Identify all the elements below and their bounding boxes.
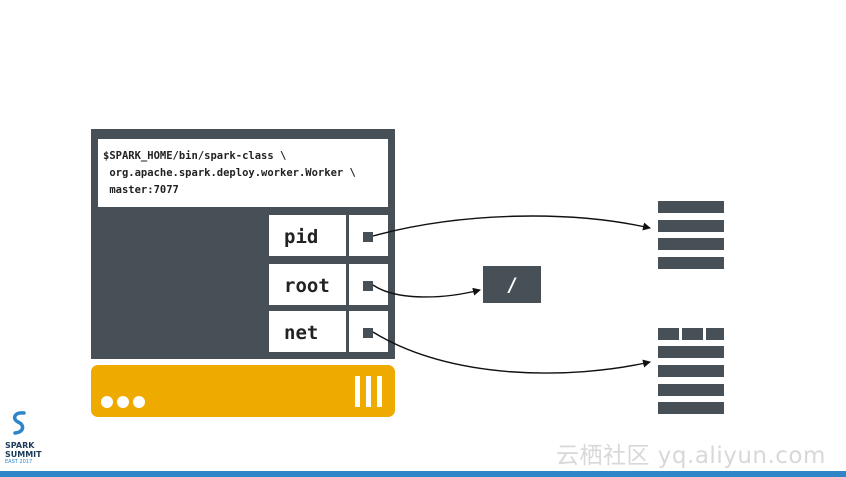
status-dot-icon (101, 396, 113, 408)
status-dot-icon (117, 396, 129, 408)
vent-icon (355, 376, 360, 407)
net-arrow (372, 331, 651, 374)
vent-icon (366, 376, 371, 407)
namespace-handle-pid (349, 215, 388, 256)
table-row (658, 365, 724, 377)
command-line-2: org.apache.spark.deploy.worker.Worker \ (103, 167, 356, 179)
namespace-handle-root (349, 264, 388, 305)
network-port-segment (682, 328, 703, 340)
table-row (658, 402, 724, 414)
host-machine-bar (91, 365, 395, 417)
table-row (658, 201, 724, 213)
table-row (658, 220, 724, 232)
namespace-handle-net (349, 311, 388, 352)
handle-square-icon (363, 328, 373, 338)
status-dot-icon (133, 396, 145, 408)
spark-logo-icon (12, 411, 26, 435)
table-row (658, 384, 724, 396)
bottom-rule (0, 471, 846, 477)
namespace-label-net: net (269, 311, 346, 352)
namespace-label-root: root (269, 264, 346, 305)
handle-square-icon (363, 232, 373, 242)
command-line-1: $SPARK_HOME/bin/spark-class \ (103, 150, 287, 162)
logo-line-3: EAST 2017 (5, 459, 33, 465)
table-row (658, 346, 724, 358)
pid-arrow (372, 215, 651, 237)
table-row (658, 238, 724, 250)
root-filesystem-box: / (483, 266, 541, 303)
command-box: $SPARK_HOME/bin/spark-class \ org.apache… (98, 139, 388, 207)
namespace-label-pid: pid (269, 215, 346, 256)
handle-square-icon (363, 281, 373, 291)
network-port-segment (706, 328, 724, 340)
logo-line-2: SUMMIT (5, 450, 42, 459)
logo-line-1: SPARK (5, 441, 35, 450)
root-arrow (372, 284, 481, 298)
command-line-3: master:7077 (103, 184, 179, 196)
watermark: 云栖社区 yq.aliyun.com (556, 443, 826, 469)
vent-icon (377, 376, 382, 407)
network-port-segment (658, 328, 679, 340)
table-row (658, 257, 724, 269)
